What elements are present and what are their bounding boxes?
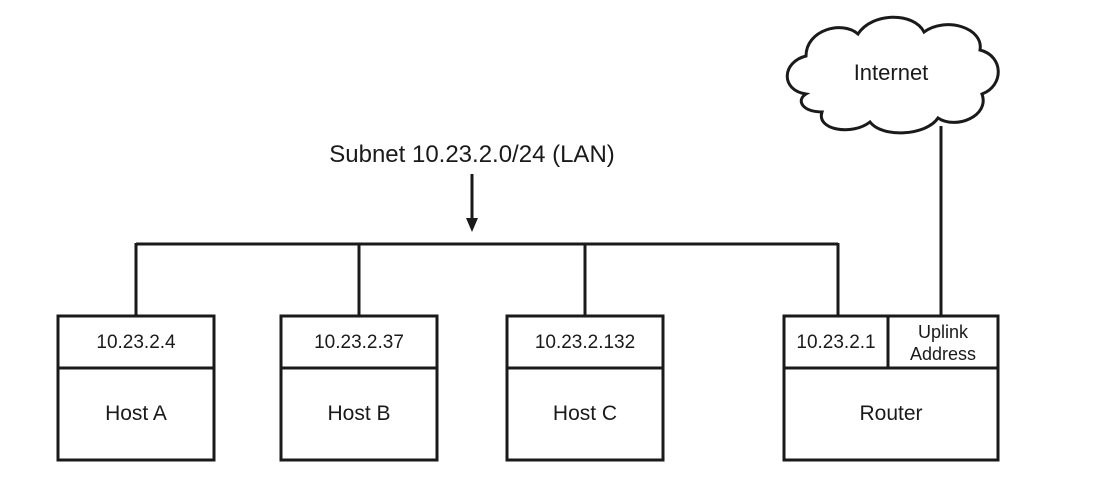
router: 10.23.2.1 Uplink Address Router: [782, 314, 1000, 462]
host-c: 10.23.2.132 Host C: [505, 314, 665, 462]
host-a: 10.23.2.4 Host A: [56, 314, 216, 462]
subnet-arrow: [466, 174, 478, 232]
subnet-label: Subnet 10.23.2.0/24 (LAN): [329, 141, 615, 168]
host-name: Host C: [553, 402, 617, 425]
internet-cloud: Internet: [785, 15, 1000, 135]
host-address: 10.23.2.132: [535, 332, 635, 353]
internet-label: Internet: [854, 60, 929, 85]
host-name: Host B: [327, 402, 390, 425]
host-address: 10.23.2.4: [96, 332, 176, 353]
router-lan-address: 10.23.2.1: [796, 332, 875, 353]
router-uplink-label-line1: Uplink: [918, 322, 969, 342]
lan-bus: [134, 242, 840, 316]
host-address: 10.23.2.37: [314, 332, 404, 353]
host-name: Host A: [105, 402, 167, 425]
host-b: 10.23.2.37 Host B: [279, 314, 439, 462]
router-name: Router: [859, 402, 922, 425]
router-uplink-label-line2: Address: [910, 344, 976, 364]
